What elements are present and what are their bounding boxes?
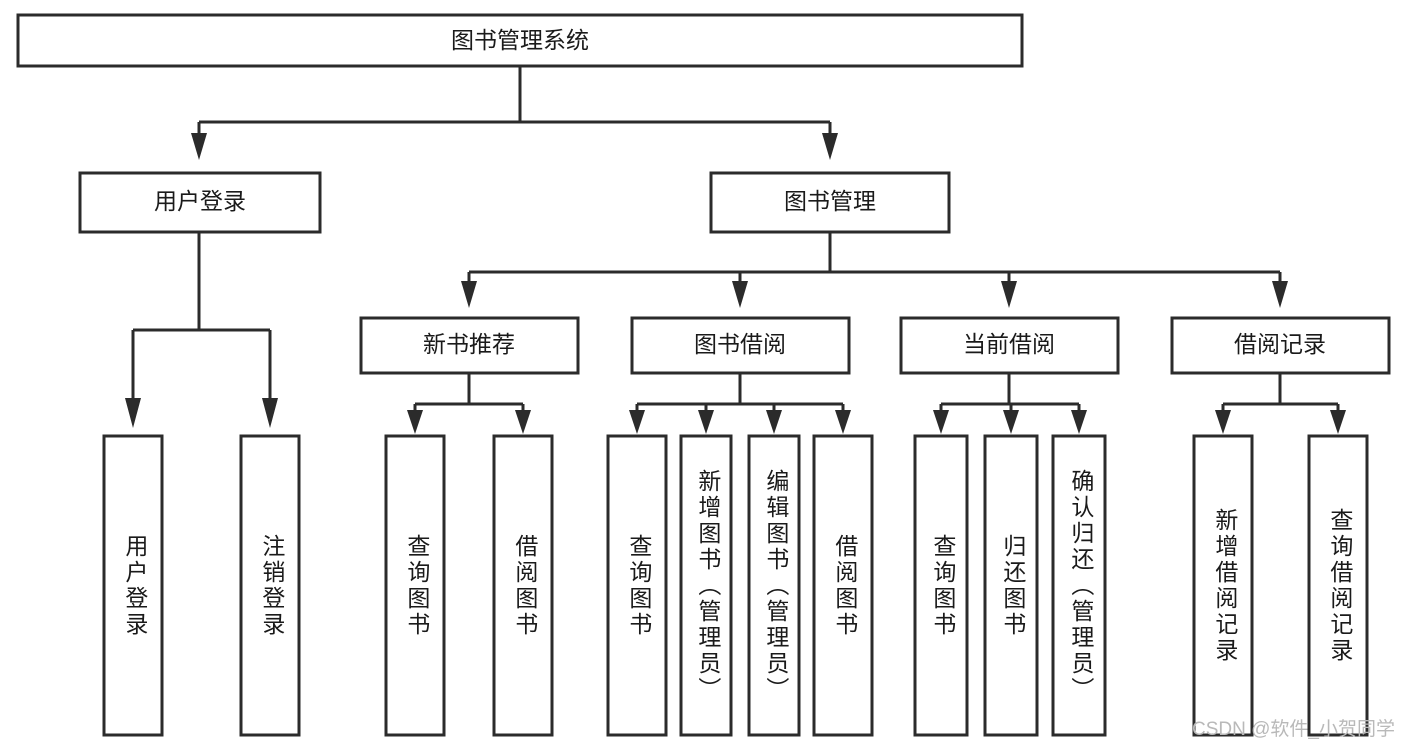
arrowhead-leaf-return-book xyxy=(1003,410,1019,434)
node-book-borrow-box[interactable] xyxy=(630,316,851,375)
arrowhead-borrow-record xyxy=(1272,281,1288,308)
arrowhead-leaf-query-book-2 xyxy=(629,410,645,434)
node-borrow-record-label: 借阅记录 xyxy=(1234,331,1326,357)
node-leaf-add-book-box[interactable] xyxy=(679,434,733,737)
node-new-book-recommend-label: 新书推荐 xyxy=(423,331,515,357)
node-user-login-box[interactable] xyxy=(78,171,322,234)
node-root-box[interactable] xyxy=(16,13,1024,68)
node-leaf-borrow-book-1[interactable]: 借阅图书 xyxy=(492,434,554,737)
node-user-login-label: 用户登录 xyxy=(154,188,246,214)
arrowhead-leaf-query-book-3 xyxy=(933,410,949,434)
node-leaf-query-book-2-box[interactable] xyxy=(606,434,668,737)
node-new-book-recommend-box[interactable] xyxy=(359,316,580,375)
node-leaf-logout-label: 注销登录 xyxy=(259,534,286,638)
arrowhead-current-borrow xyxy=(1001,281,1017,308)
node-leaf-borrow-book-2-box[interactable] xyxy=(812,434,874,737)
node-leaf-query-book-2-label: 查询图书 xyxy=(626,534,653,638)
node-leaf-query-book-3-box[interactable] xyxy=(913,434,969,737)
connector-group-book-borrow xyxy=(629,373,851,434)
arrowhead-leaf-edit-book xyxy=(766,410,782,434)
node-leaf-add-record-label: 新增借阅记录 xyxy=(1212,508,1239,664)
connector-group-user-login xyxy=(125,232,278,428)
node-current-borrow[interactable]: 当前借阅 xyxy=(899,316,1120,375)
node-book-borrow[interactable]: 图书借阅 xyxy=(630,316,851,375)
node-book-management-label: 图书管理 xyxy=(784,188,876,214)
node-leaf-confirm-return[interactable]: 确认归还（管理员） xyxy=(1051,434,1107,737)
node-leaf-add-record[interactable]: 新增借阅记录 xyxy=(1192,434,1254,737)
node-leaf-user-login[interactable]: 用户登录 xyxy=(102,434,164,737)
node-leaf-logout[interactable]: 注销登录 xyxy=(239,434,301,737)
node-leaf-query-record-label: 查询借阅记录 xyxy=(1327,508,1354,664)
node-book-management[interactable]: 图书管理 xyxy=(709,171,951,234)
node-new-book-recommend[interactable]: 新书推荐 xyxy=(359,316,580,375)
node-leaf-add-record-box[interactable] xyxy=(1192,434,1254,737)
node-book-management-box[interactable] xyxy=(709,171,951,234)
arrowhead-leaf-borrow-book-2 xyxy=(835,410,851,434)
node-leaf-borrow-book-1-box[interactable] xyxy=(492,434,554,737)
node-leaf-add-book[interactable]: 新增图书（管理员） xyxy=(679,434,733,737)
node-leaf-add-book-label: 新增图书（管理员） xyxy=(695,469,722,703)
arrowhead-leaf-user-login xyxy=(125,398,141,428)
node-leaf-query-book-2[interactable]: 查询图书 xyxy=(606,434,668,737)
node-current-borrow-label: 当前借阅 xyxy=(963,331,1055,357)
node-leaf-user-login-box[interactable] xyxy=(102,434,164,737)
arrowhead-leaf-query-record xyxy=(1330,410,1346,434)
arrowhead-leaf-add-record xyxy=(1215,410,1231,434)
connector-group-book-management xyxy=(461,232,1288,308)
node-root[interactable]: 图书管理系统 xyxy=(16,13,1024,68)
node-leaf-query-book-1-label: 查询图书 xyxy=(404,534,431,638)
arrowhead-leaf-borrow-book-1 xyxy=(515,410,531,434)
node-borrow-record[interactable]: 借阅记录 xyxy=(1170,316,1391,375)
node-leaf-confirm-return-box[interactable] xyxy=(1051,434,1107,737)
node-leaf-confirm-return-label: 确认归还（管理员） xyxy=(1068,469,1095,703)
arrowhead-leaf-query-book-1 xyxy=(407,410,423,434)
node-leaf-return-book-label: 归还图书 xyxy=(1000,534,1027,638)
node-leaf-query-book-3-label: 查询图书 xyxy=(930,534,957,638)
connector-group-borrow-record xyxy=(1215,373,1346,434)
node-leaf-return-book[interactable]: 归还图书 xyxy=(983,434,1039,737)
arrowhead-book-management xyxy=(822,133,838,160)
node-book-borrow-label: 图书借阅 xyxy=(694,331,786,357)
node-leaf-return-book-box[interactable] xyxy=(983,434,1039,737)
node-leaf-borrow-book-2-label: 借阅图书 xyxy=(832,534,859,638)
node-borrow-record-box[interactable] xyxy=(1170,316,1391,375)
node-leaf-borrow-book-2[interactable]: 借阅图书 xyxy=(812,434,874,737)
node-leaf-user-login-label: 用户登录 xyxy=(122,534,149,638)
node-root-label: 图书管理系统 xyxy=(451,27,589,53)
arrowhead-leaf-confirm-return xyxy=(1071,410,1087,434)
arrowhead-new-book-recommend xyxy=(461,281,477,308)
node-leaf-query-book-1[interactable]: 查询图书 xyxy=(384,434,446,737)
node-leaf-edit-book-box[interactable] xyxy=(747,434,801,737)
connector-group-new-book-recommend xyxy=(407,373,531,434)
connector-group-current-borrow xyxy=(933,373,1087,434)
arrowhead-book-borrow xyxy=(732,281,748,308)
node-leaf-query-book-1-box[interactable] xyxy=(384,434,446,737)
arrowhead-leaf-logout xyxy=(262,398,278,428)
node-leaf-edit-book[interactable]: 编辑图书（管理员） xyxy=(747,434,801,737)
node-leaf-query-record-box[interactable] xyxy=(1307,434,1369,737)
connector-group-root xyxy=(191,66,838,160)
node-leaf-borrow-book-1-label: 借阅图书 xyxy=(512,534,539,638)
arrowhead-user-login xyxy=(191,133,207,160)
arrowhead-leaf-add-book xyxy=(698,410,714,434)
node-user-login[interactable]: 用户登录 xyxy=(78,171,322,234)
node-leaf-query-book-3[interactable]: 查询图书 xyxy=(913,434,969,737)
node-current-borrow-box[interactable] xyxy=(899,316,1120,375)
node-leaf-query-record[interactable]: 查询借阅记录 xyxy=(1307,434,1369,737)
node-leaf-edit-book-label: 编辑图书（管理员） xyxy=(763,469,790,703)
node-leaf-logout-box[interactable] xyxy=(239,434,301,737)
